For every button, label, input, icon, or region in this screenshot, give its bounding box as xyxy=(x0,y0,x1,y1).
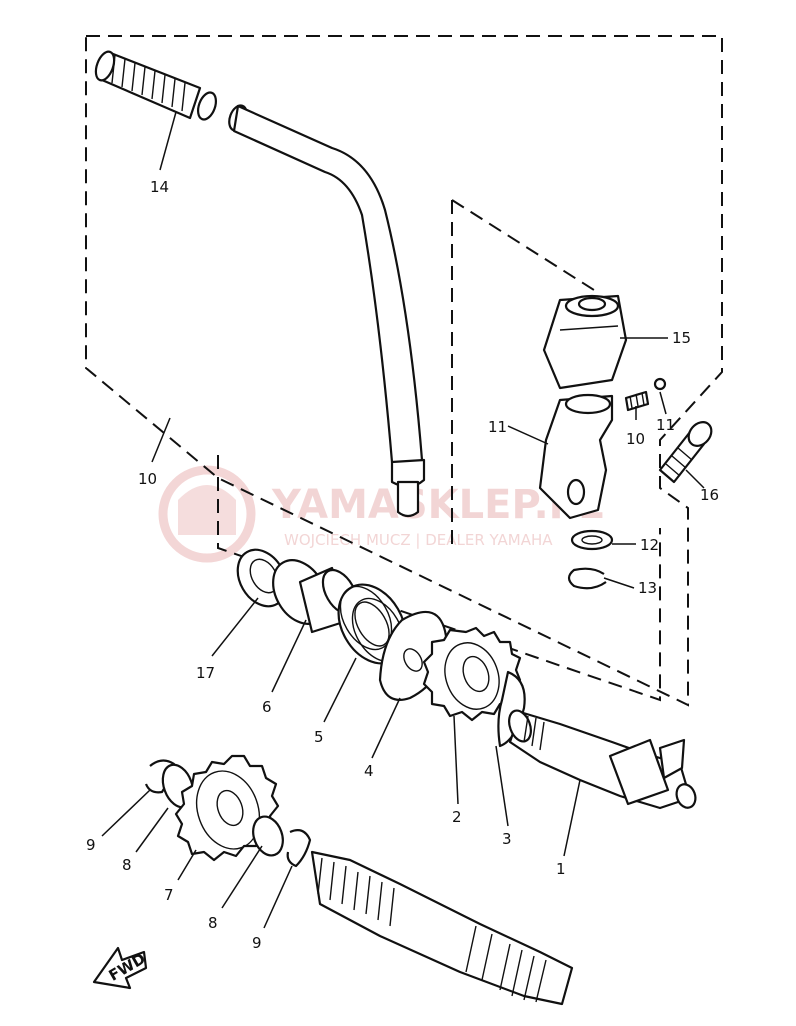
watermark-subtitle: WOJCIECH MUCZ | DEALER YAMAHA xyxy=(284,531,553,549)
leader-4 xyxy=(371,697,401,759)
kick-boss-part xyxy=(538,393,614,520)
leader-2 xyxy=(453,715,459,805)
torsion-spring-coil-3 xyxy=(354,601,390,647)
leader-10 xyxy=(151,417,171,463)
kick-gear-hub xyxy=(444,642,500,710)
grip-collar xyxy=(196,91,218,121)
leader-8a xyxy=(135,807,169,853)
oil-seal-inner xyxy=(249,558,279,594)
callout-8b: 8 xyxy=(208,914,218,932)
circlip-inner-part xyxy=(286,829,312,868)
circlip-part xyxy=(567,567,607,590)
kick-lever-assembly-boundary xyxy=(85,35,723,707)
lever-spline xyxy=(396,480,420,518)
leader-16 xyxy=(159,111,177,171)
boss-cover-body xyxy=(542,294,628,390)
bolt-head xyxy=(687,421,713,447)
grip-end xyxy=(94,50,116,82)
callout-15: 13 xyxy=(638,579,657,597)
leader-1 xyxy=(563,779,581,857)
callout-7: 7 xyxy=(164,886,174,904)
leader-13 xyxy=(659,391,667,415)
main-axle-end-splines xyxy=(499,943,547,1003)
callout-13: 11 xyxy=(656,416,675,434)
torsion-spring-coil-1 xyxy=(339,585,393,651)
callout-9b: 9 xyxy=(252,934,262,952)
kick-shaft-splines xyxy=(523,715,545,751)
washer-inner-part xyxy=(252,815,284,857)
callout-12: 10 xyxy=(626,430,645,448)
kick-shaft-part xyxy=(508,709,697,810)
boss-boundary-top xyxy=(451,199,595,291)
spring-cover-hole xyxy=(403,648,423,672)
leader-15 xyxy=(603,577,635,589)
boss-cover-edge xyxy=(559,325,619,331)
lever-arm xyxy=(232,104,424,472)
group-boundaries xyxy=(85,35,723,707)
kick-crank-lever xyxy=(228,104,426,518)
bolt-thread xyxy=(665,447,693,477)
kick-boss-top xyxy=(564,393,612,415)
callout-11: 11 xyxy=(488,418,507,436)
callout-17: 15 xyxy=(672,329,691,347)
callout-2: 2 xyxy=(452,808,462,826)
watermark-logo-mark xyxy=(178,485,236,535)
leader-18 xyxy=(685,469,705,489)
callout-18: 16 xyxy=(700,486,719,504)
kick-boss-hole xyxy=(566,478,586,506)
spring-guide-part xyxy=(272,559,359,634)
idler-gear-group xyxy=(144,754,312,868)
idler-gear-bore xyxy=(216,789,244,827)
kick-shaft-boundary xyxy=(217,455,661,702)
washer-part xyxy=(570,529,614,551)
callout-14: 12 xyxy=(640,536,659,554)
leader-9b xyxy=(263,865,293,929)
kick-boss-body xyxy=(538,394,614,520)
boss-cover-part xyxy=(542,294,628,390)
leader-19 xyxy=(211,597,259,657)
grip-part xyxy=(94,50,218,121)
main-axle-part xyxy=(310,850,574,1006)
leader-8b xyxy=(221,845,263,909)
main-axle-body xyxy=(310,850,574,1006)
leader-6 xyxy=(271,619,307,693)
idler-gear-hub xyxy=(195,770,261,850)
fwd-arrow-icon: FWD xyxy=(92,946,149,990)
kick-shaft-stopper xyxy=(658,738,686,780)
callout-10: 10 xyxy=(138,470,157,488)
leader-7 xyxy=(177,849,197,881)
kick-gear-part xyxy=(422,626,522,722)
ball-part xyxy=(653,377,667,391)
callout-5: 5 xyxy=(314,728,324,746)
grip-ribs xyxy=(111,54,186,112)
leader-3 xyxy=(495,745,509,827)
callout-3: 3 xyxy=(502,830,512,848)
main-axle-grooves xyxy=(465,925,493,981)
main-axle-splines xyxy=(317,857,395,927)
callout-16: 14 xyxy=(150,178,169,196)
callout-19: 17 xyxy=(196,664,215,682)
callout-labels: 14 15 11 10 11 16 12 13 10 17 6 5 4 2 3 … xyxy=(86,178,719,952)
callout-4: 4 xyxy=(364,762,374,780)
leader-5 xyxy=(323,657,357,723)
leader-lines xyxy=(101,111,705,929)
spring-coils xyxy=(629,392,645,409)
washer-hole xyxy=(581,535,603,545)
callout-9a: 9 xyxy=(86,836,96,854)
fwd-arrow-shape xyxy=(92,946,148,990)
kick-gear-bore xyxy=(462,655,490,693)
leader-9a xyxy=(101,789,151,837)
kick-shaft-ratchet xyxy=(608,738,670,806)
boss-cover-hole xyxy=(577,296,607,312)
callout-6: 6 xyxy=(262,698,272,716)
callout-1: 1 xyxy=(556,860,566,878)
bolt-part xyxy=(658,421,713,484)
kick-shaft-tip xyxy=(675,783,697,809)
leader-11 xyxy=(507,425,549,445)
callout-8a: 8 xyxy=(122,856,132,874)
